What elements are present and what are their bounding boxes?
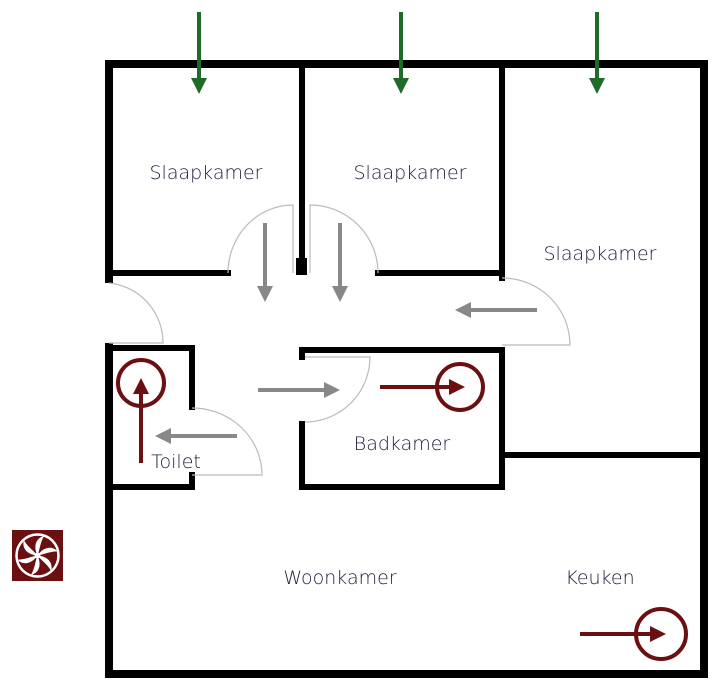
supply-arrows bbox=[191, 12, 605, 94]
room-label-living: Woonkamer bbox=[283, 567, 396, 589]
room-label-kitchen: Keuken bbox=[565, 567, 634, 589]
exhaust-fan-icon bbox=[12, 530, 63, 581]
room-label-bedroom-3: Slaapkamer bbox=[543, 243, 656, 265]
room-label-bedroom-1: Slaapkamer bbox=[149, 162, 262, 184]
room-label-toilet: Toilet bbox=[151, 451, 201, 473]
interior-walls bbox=[109, 63, 708, 490]
room-label-bathroom: Badkamer bbox=[354, 433, 451, 455]
room-label-bedroom-2: Slaapkamer bbox=[353, 162, 466, 184]
transfer-arrows bbox=[155, 223, 537, 444]
doors bbox=[108, 204, 571, 476]
exhaust-points bbox=[116, 358, 688, 661]
outer-walls bbox=[105, 60, 708, 678]
